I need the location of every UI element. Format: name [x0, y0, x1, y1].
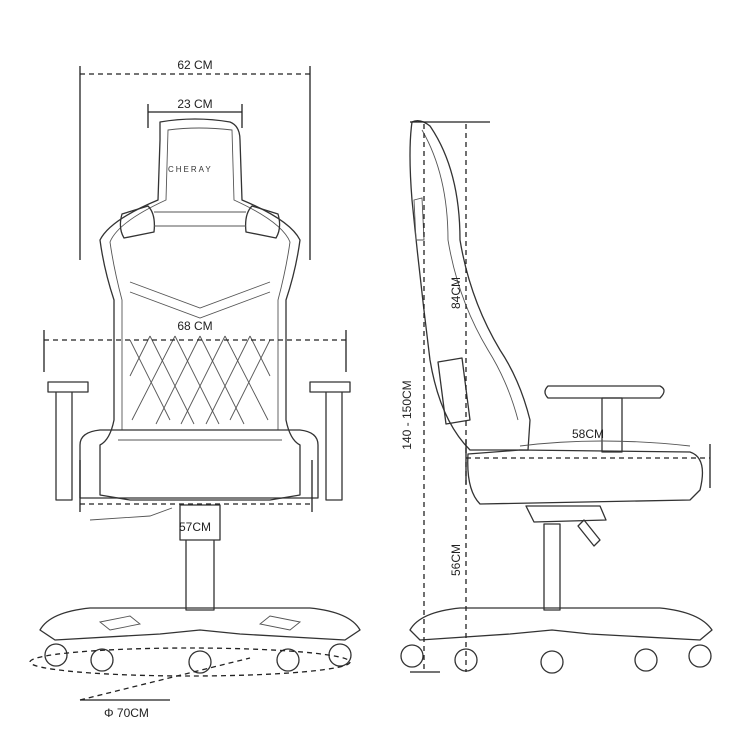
caster-wheel	[90, 648, 114, 672]
caster-wheel	[688, 644, 712, 668]
dim-label-base-diameter: Φ 70CM	[104, 706, 149, 720]
side-seat-top	[519, 440, 691, 447]
dim-62cm: 62 CM	[79, 58, 311, 260]
brand-logo: CHERAY	[168, 165, 213, 174]
front-base	[39, 607, 361, 641]
caster-wheel	[188, 650, 212, 674]
side-tilt-knob	[577, 519, 601, 547]
dim-seat-height: 56CM	[449, 462, 467, 672]
front-base-slot-left	[98, 615, 142, 631]
caster-wheel	[276, 648, 300, 672]
dim-total-height: 140 - 150CM	[400, 121, 490, 673]
dim-23cm: 23 CM	[147, 97, 243, 128]
caster-wheel	[44, 643, 68, 667]
dim-label-68cm: 68 CM	[177, 319, 212, 333]
front-armrest-right	[309, 381, 351, 501]
front-armrest-left	[47, 381, 89, 501]
front-backrest-inner	[109, 127, 291, 431]
front-quilting	[129, 335, 271, 425]
dim-label-62cm: 62 CM	[177, 58, 212, 72]
front-pillow-bar	[154, 211, 246, 227]
front-gas-cylinder	[179, 504, 221, 611]
front-base-slot-right	[258, 615, 302, 631]
front-pillow-left	[119, 205, 156, 239]
side-view: 140 - 150CM 84CM 58CM 56CM	[400, 120, 713, 674]
side-lumbar	[437, 357, 471, 425]
dim-57cm: 57CM	[79, 460, 313, 534]
front-lever	[89, 507, 173, 521]
dim-label-57cm: 57CM	[179, 520, 211, 534]
side-armrest	[544, 385, 665, 399]
side-gas-cylinder	[543, 523, 561, 611]
dim-label-backrest-height: 84CM	[449, 277, 463, 309]
side-backrest-pillow	[413, 197, 425, 241]
dim-68cm: 68 CM	[43, 319, 347, 372]
dim-base-diameter: Φ 70CM	[29, 647, 351, 720]
side-base	[409, 607, 713, 641]
caster-wheel	[400, 644, 424, 668]
front-chevron-2	[129, 291, 271, 319]
side-mechanism	[525, 505, 607, 523]
front-seat-cushion	[79, 429, 319, 499]
front-view: CHERAY	[29, 58, 361, 720]
side-casters	[400, 644, 712, 674]
caster-wheel	[328, 643, 352, 667]
front-casters	[44, 643, 352, 674]
caster-wheel	[540, 650, 564, 674]
dim-label-total-height: 140 - 150CM	[400, 380, 414, 449]
dim-backrest-height: 84CM	[449, 124, 467, 456]
dim-label-seat-depth: 58CM	[572, 427, 604, 441]
side-backrest-inner	[421, 129, 519, 421]
front-chevron-1	[129, 281, 271, 309]
caster-wheel	[634, 648, 658, 672]
side-seat	[467, 449, 704, 505]
side-armrest-post	[601, 397, 623, 453]
dim-seat-depth: 58CM	[465, 427, 711, 488]
dim-label-seat-height: 56CM	[449, 544, 463, 576]
dim-label-23cm: 23 CM	[177, 97, 212, 111]
front-pillow-right	[244, 205, 281, 239]
front-backrest-outline	[99, 118, 301, 501]
